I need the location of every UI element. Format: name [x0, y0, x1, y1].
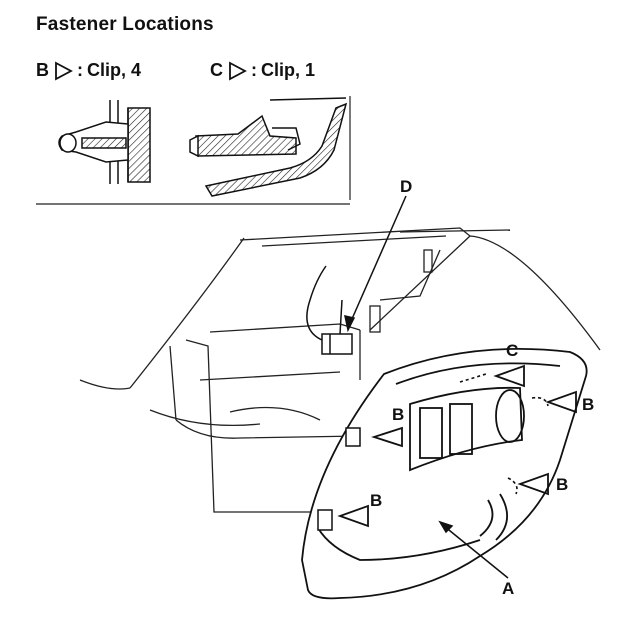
legend-clip-b: B : Clip, 4 — [36, 60, 141, 81]
legend-b-text: Clip, 4 — [87, 60, 142, 80]
clip-b-detail — [58, 100, 151, 184]
callout-b: B — [556, 475, 568, 494]
callout-c: C — [506, 341, 518, 360]
callout-a: A — [502, 579, 514, 598]
clip-triangle-icon — [517, 472, 549, 496]
clip-tabs — [317, 427, 361, 531]
connector-d — [306, 195, 407, 355]
leader-a — [438, 520, 509, 579]
legend-b-separator: : — [77, 60, 83, 80]
clip-triangle-icon — [545, 390, 577, 414]
clip-c-detail — [189, 97, 348, 197]
callout-d: D — [400, 177, 412, 196]
legend-clip-c: C : Clip, 1 — [210, 60, 315, 81]
dashboard-background — [79, 227, 601, 513]
panel-a — [301, 347, 588, 600]
callout-b: B — [370, 491, 382, 510]
clip-markers — [459, 373, 549, 495]
clip-triangle-icon — [229, 61, 247, 80]
legend-b-letter: B — [36, 60, 49, 80]
legend-c-letter: C — [210, 60, 223, 80]
clip-triangle-icon — [371, 426, 403, 448]
callout-b: B — [392, 405, 404, 424]
legend-c-text: Clip, 1 — [261, 60, 316, 80]
callout-b: B — [582, 395, 594, 414]
detail-inset — [36, 96, 351, 205]
legend-c-separator: : — [251, 60, 257, 80]
page-title: Fastener Locations — [36, 14, 214, 35]
clip-triangle-icon — [337, 504, 369, 528]
clip-triangle-icon — [493, 364, 525, 388]
clip-triangle-icon — [55, 61, 73, 80]
clip-pointer-triangles — [337, 364, 577, 528]
